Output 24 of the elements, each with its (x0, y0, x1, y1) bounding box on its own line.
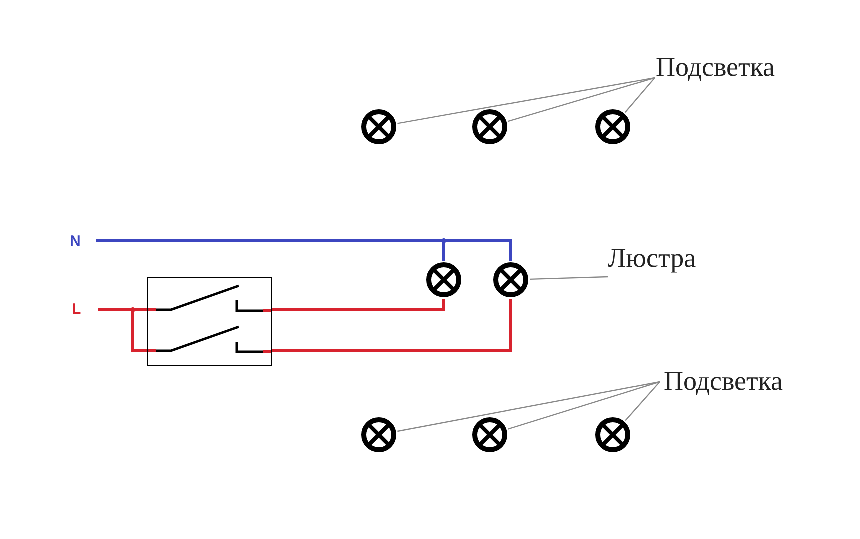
lamp-symbol (593, 415, 633, 455)
lamp-symbol (424, 260, 464, 300)
lamp-symbol (491, 260, 531, 300)
leader-line (508, 77, 656, 122)
lamp-symbol (593, 107, 633, 147)
lamp-symbol (470, 415, 510, 455)
leader-line (530, 276, 608, 280)
callout-label: Люстра (608, 245, 696, 272)
wire-label: L (72, 302, 82, 317)
wire (272, 299, 446, 312)
callout-label: Подсветка (656, 54, 776, 81)
wire (272, 299, 512, 352)
leader-line (625, 382, 660, 422)
lamp-symbol (359, 107, 399, 147)
leader-line (398, 381, 660, 432)
lamp-symbol (359, 415, 399, 455)
lamp-symbol (470, 107, 510, 147)
wire (96, 308, 148, 352)
leader-line (398, 77, 656, 124)
leader-line (508, 381, 660, 430)
leader-line (624, 78, 656, 113)
callout-label: Подсветка (664, 368, 784, 395)
wire-label: N (70, 234, 81, 249)
wire (96, 240, 512, 261)
